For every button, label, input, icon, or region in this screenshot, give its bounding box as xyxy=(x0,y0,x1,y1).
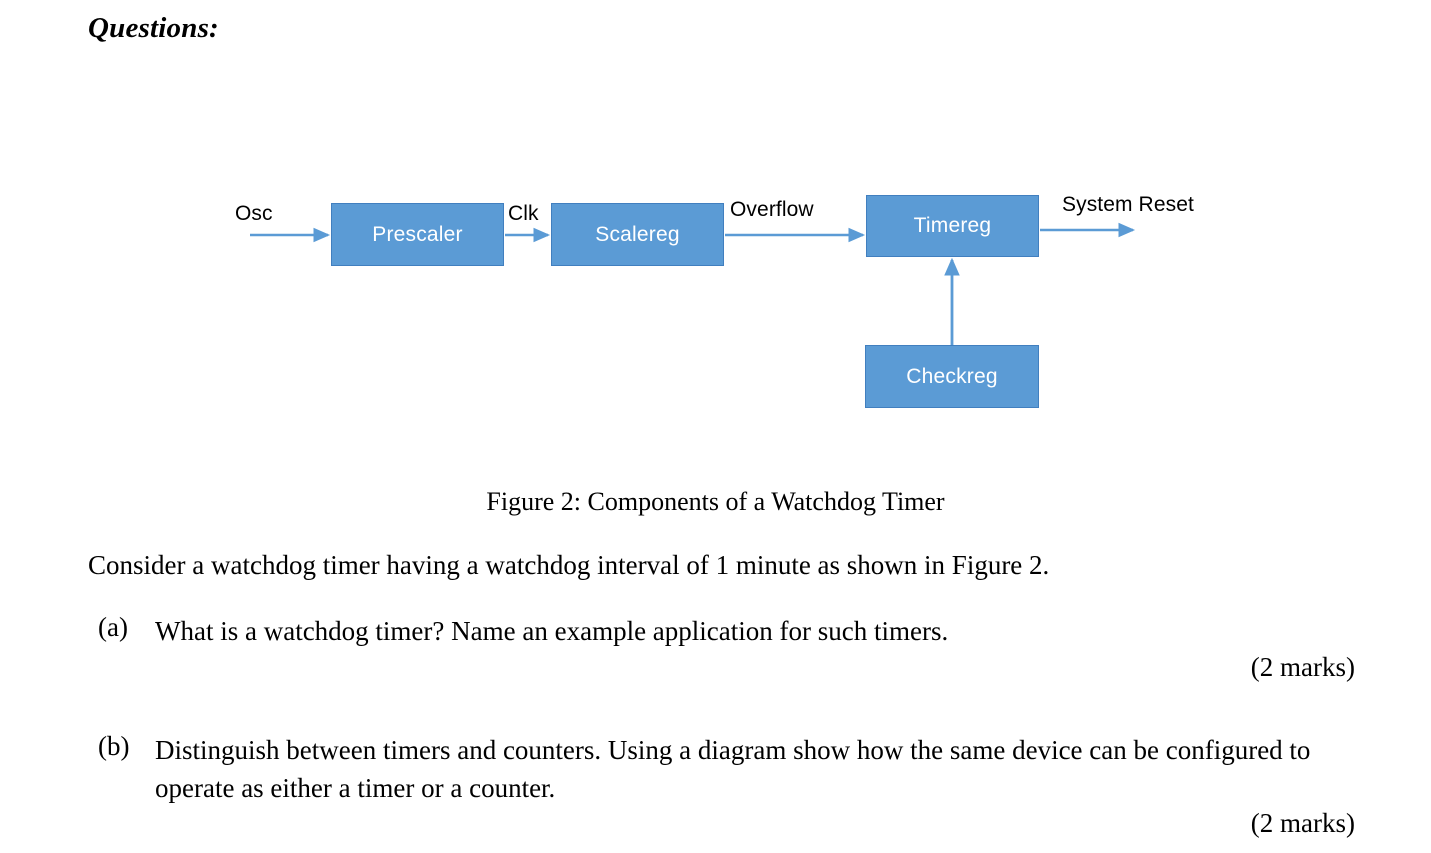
signal-label-system-reset: System Reset xyxy=(1062,193,1194,216)
diagram-box-scalereg: Scalereg xyxy=(551,203,724,266)
diagram-box-timereg-label: Timereg xyxy=(913,214,992,237)
intro-paragraph: Consider a watchdog timer having a watch… xyxy=(88,550,1050,580)
question-marker-a: (a) xyxy=(98,612,128,642)
question-text-b: Distinguish between timers and counters.… xyxy=(155,735,1311,803)
diagram-box-checkreg-label: Checkreg xyxy=(906,364,998,388)
figure-caption: Figure 2: Components of a Watchdog Timer xyxy=(486,487,945,516)
page-title: Questions: xyxy=(88,12,219,44)
diagram-connectors xyxy=(250,222,1136,345)
watchdog-timer-diagram: Prescaler Scalereg Timereg Checkreg Osc … xyxy=(0,150,1431,450)
diagram-box-checkreg: Checkreg xyxy=(865,345,1039,408)
question-text-a: What is a watchdog timer? Name an exampl… xyxy=(155,616,949,646)
signal-label-osc: Osc xyxy=(235,202,273,225)
question-marker-b: (b) xyxy=(98,731,130,761)
signal-label-overflow: Overflow xyxy=(730,198,814,221)
diagram-box-prescaler: Prescaler xyxy=(331,203,504,266)
marks-a: (2 marks) xyxy=(1250,652,1355,682)
marks-b: (2 marks) xyxy=(1250,808,1355,838)
diagram-box-timereg: Timereg xyxy=(866,195,1039,257)
signal-label-clk: Clk xyxy=(508,202,539,225)
diagram-box-prescaler-label: Prescaler xyxy=(372,222,463,246)
question-item-a: (a) What is a watchdog timer? Name an ex… xyxy=(98,612,1388,650)
question-item-b: (b) Distinguish between timers and count… xyxy=(98,731,1388,807)
diagram-box-scalereg-label: Scalereg xyxy=(595,222,680,246)
